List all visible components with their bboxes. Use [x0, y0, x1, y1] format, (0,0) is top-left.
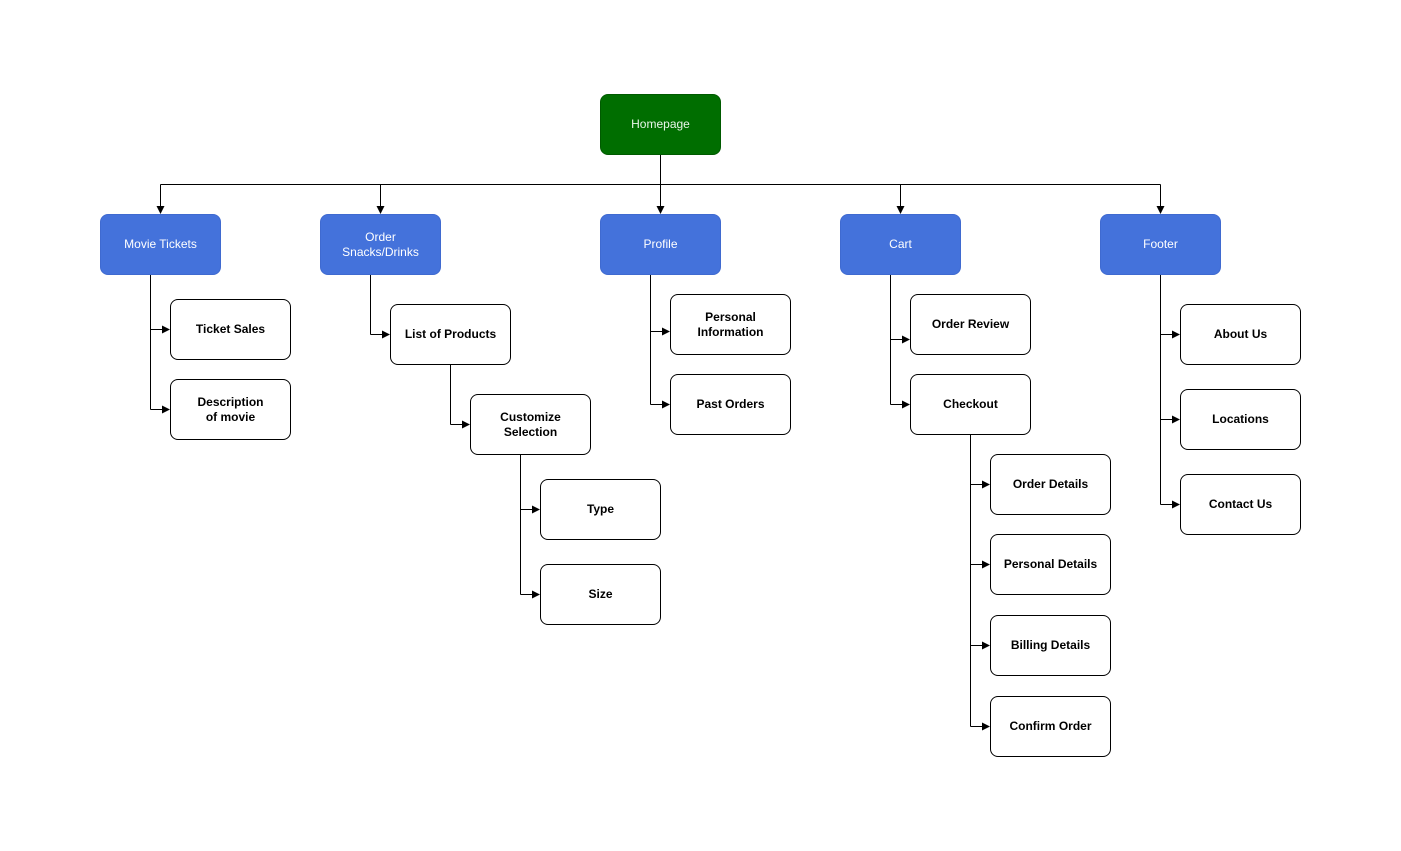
- order-details-node: Order Details: [990, 454, 1111, 515]
- type-label: Type: [586, 502, 615, 516]
- order-snacks-drinks-label: Order Snacks/Drinks: [342, 229, 419, 259]
- checkout-label: Checkout: [943, 397, 998, 411]
- customize-selection-node: Customize Selection: [470, 394, 591, 455]
- personal-information-label: Personal Information: [697, 309, 764, 339]
- contact-us-label: Contact Us: [1208, 497, 1273, 511]
- ticket-sales-node: Ticket Sales: [170, 299, 291, 360]
- personal-details-label: Personal Details: [1003, 557, 1098, 571]
- ticket-sales-label: Ticket Sales: [195, 322, 266, 336]
- customize-selection-label: Customize Selection: [500, 409, 561, 439]
- type-node: Type: [540, 479, 661, 540]
- past-orders-node: Past Orders: [670, 374, 791, 435]
- profile-node: Profile: [600, 214, 721, 275]
- size-node: Size: [540, 564, 661, 625]
- confirm-order-node: Confirm Order: [990, 696, 1111, 757]
- personal-information-node: Personal Information: [670, 294, 791, 355]
- about-us-label: About Us: [1213, 327, 1268, 341]
- locations-label: Locations: [1212, 412, 1269, 426]
- movie-tickets-node: Movie Tickets: [100, 214, 221, 275]
- homepage-label: Homepage: [631, 117, 690, 131]
- list-of-products-node: List of Products: [390, 304, 511, 365]
- locations-node: Locations: [1180, 389, 1301, 450]
- footer-node: Footer: [1100, 214, 1221, 275]
- description-of-movie-node: Description of movie: [170, 379, 291, 440]
- cart-label: Cart: [889, 237, 912, 251]
- checkout-node: Checkout: [910, 374, 1031, 435]
- billing-details-node: Billing Details: [990, 615, 1111, 676]
- personal-details-node: Personal Details: [990, 534, 1111, 595]
- order-review-node: Order Review: [910, 294, 1031, 355]
- footer-label: Footer: [1143, 237, 1178, 251]
- size-label: Size: [588, 587, 613, 601]
- description-of-movie-label: Description of movie: [197, 394, 264, 424]
- list-of-products-label: List of Products: [404, 327, 497, 341]
- movie-tickets-label: Movie Tickets: [124, 237, 197, 251]
- profile-label: Profile: [643, 237, 678, 251]
- order-snacks-drinks-node: Order Snacks/Drinks: [320, 214, 441, 275]
- about-us-node: About Us: [1180, 304, 1301, 365]
- confirm-order-label: Confirm Order: [1009, 719, 1092, 733]
- past-orders-label: Past Orders: [696, 397, 765, 411]
- order-details-label: Order Details: [1012, 477, 1089, 491]
- billing-details-label: Billing Details: [1010, 638, 1091, 652]
- homepage-node: Homepage: [600, 94, 721, 155]
- order-review-label: Order Review: [931, 317, 1010, 331]
- cart-node: Cart: [840, 214, 961, 275]
- contact-us-node: Contact Us: [1180, 474, 1301, 535]
